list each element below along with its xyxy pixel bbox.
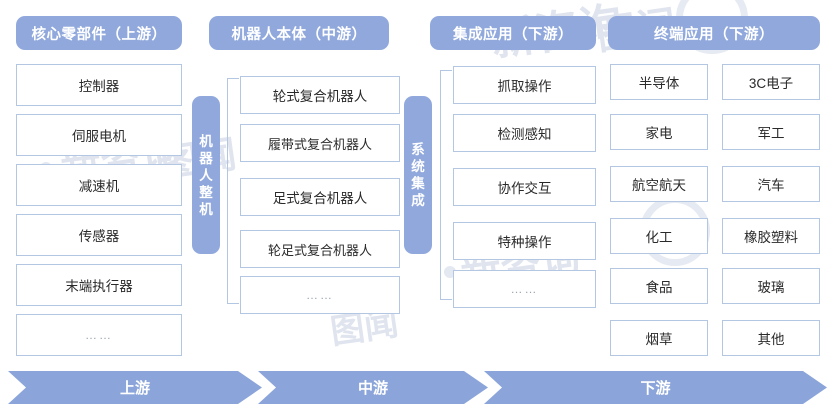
item-box[interactable]: 协作交互 — [453, 168, 596, 206]
item-box[interactable]: 履带式复合机器人 — [240, 124, 400, 162]
group-header-midstream: 机器人本体（中游） — [209, 16, 389, 50]
item-box[interactable]: 玻璃 — [722, 268, 820, 304]
bracket-connector-integration — [440, 70, 452, 300]
item-box[interactable]: 烟草 — [610, 320, 708, 356]
item-box[interactable]: 控制器 — [16, 64, 182, 106]
flow-stage-downstream[interactable]: 下游 — [484, 371, 827, 404]
item-box[interactable]: 传感器 — [16, 214, 182, 256]
item-box[interactable]: 家电 — [610, 114, 708, 150]
item-box[interactable]: …… — [240, 276, 400, 314]
item-box[interactable]: 半导体 — [610, 64, 708, 100]
item-box[interactable]: 汽车 — [722, 166, 820, 202]
vertical-label-robot-unit: 机器人整机 — [192, 96, 220, 254]
item-box[interactable]: 3C电子 — [722, 64, 820, 100]
item-box[interactable]: 抓取操作 — [453, 66, 596, 104]
item-box[interactable]: 轮式复合机器人 — [240, 76, 400, 114]
item-box[interactable]: 足式复合机器人 — [240, 178, 400, 216]
item-box[interactable]: 其他 — [722, 320, 820, 356]
item-box[interactable]: 橡胶塑料 — [722, 218, 820, 254]
item-box[interactable]: 末端执行器 — [16, 264, 182, 306]
item-box[interactable]: 伺服电机 — [16, 114, 182, 156]
vertical-label-system-integration: 系统集成 — [404, 96, 432, 254]
item-box[interactable]: 军工 — [722, 114, 820, 150]
item-box[interactable]: 特种操作 — [453, 222, 596, 260]
item-box[interactable]: 航空航天 — [610, 166, 708, 202]
item-box[interactable]: 化工 — [610, 218, 708, 254]
flow-stage-midstream[interactable]: 中游 — [258, 371, 488, 404]
item-box[interactable]: 检测感知 — [453, 114, 596, 152]
item-box[interactable]: 减速机 — [16, 164, 182, 206]
flow-stage-upstream[interactable]: 上游 — [8, 371, 262, 404]
item-box[interactable]: …… — [453, 270, 596, 308]
item-box[interactable]: 轮足式复合机器人 — [240, 230, 400, 268]
vertical-label-text: 系统集成 — [411, 142, 425, 208]
group-header-terminal: 终端应用（下游） — [608, 16, 820, 50]
item-box[interactable]: …… — [16, 314, 182, 356]
vertical-label-text: 机器人整机 — [199, 133, 213, 217]
bracket-connector-midstream — [227, 78, 239, 304]
item-box[interactable]: 食品 — [610, 268, 708, 304]
group-header-upstream: 核心零部件（上游） — [16, 16, 182, 50]
group-header-integration: 集成应用（下游） — [430, 16, 596, 50]
